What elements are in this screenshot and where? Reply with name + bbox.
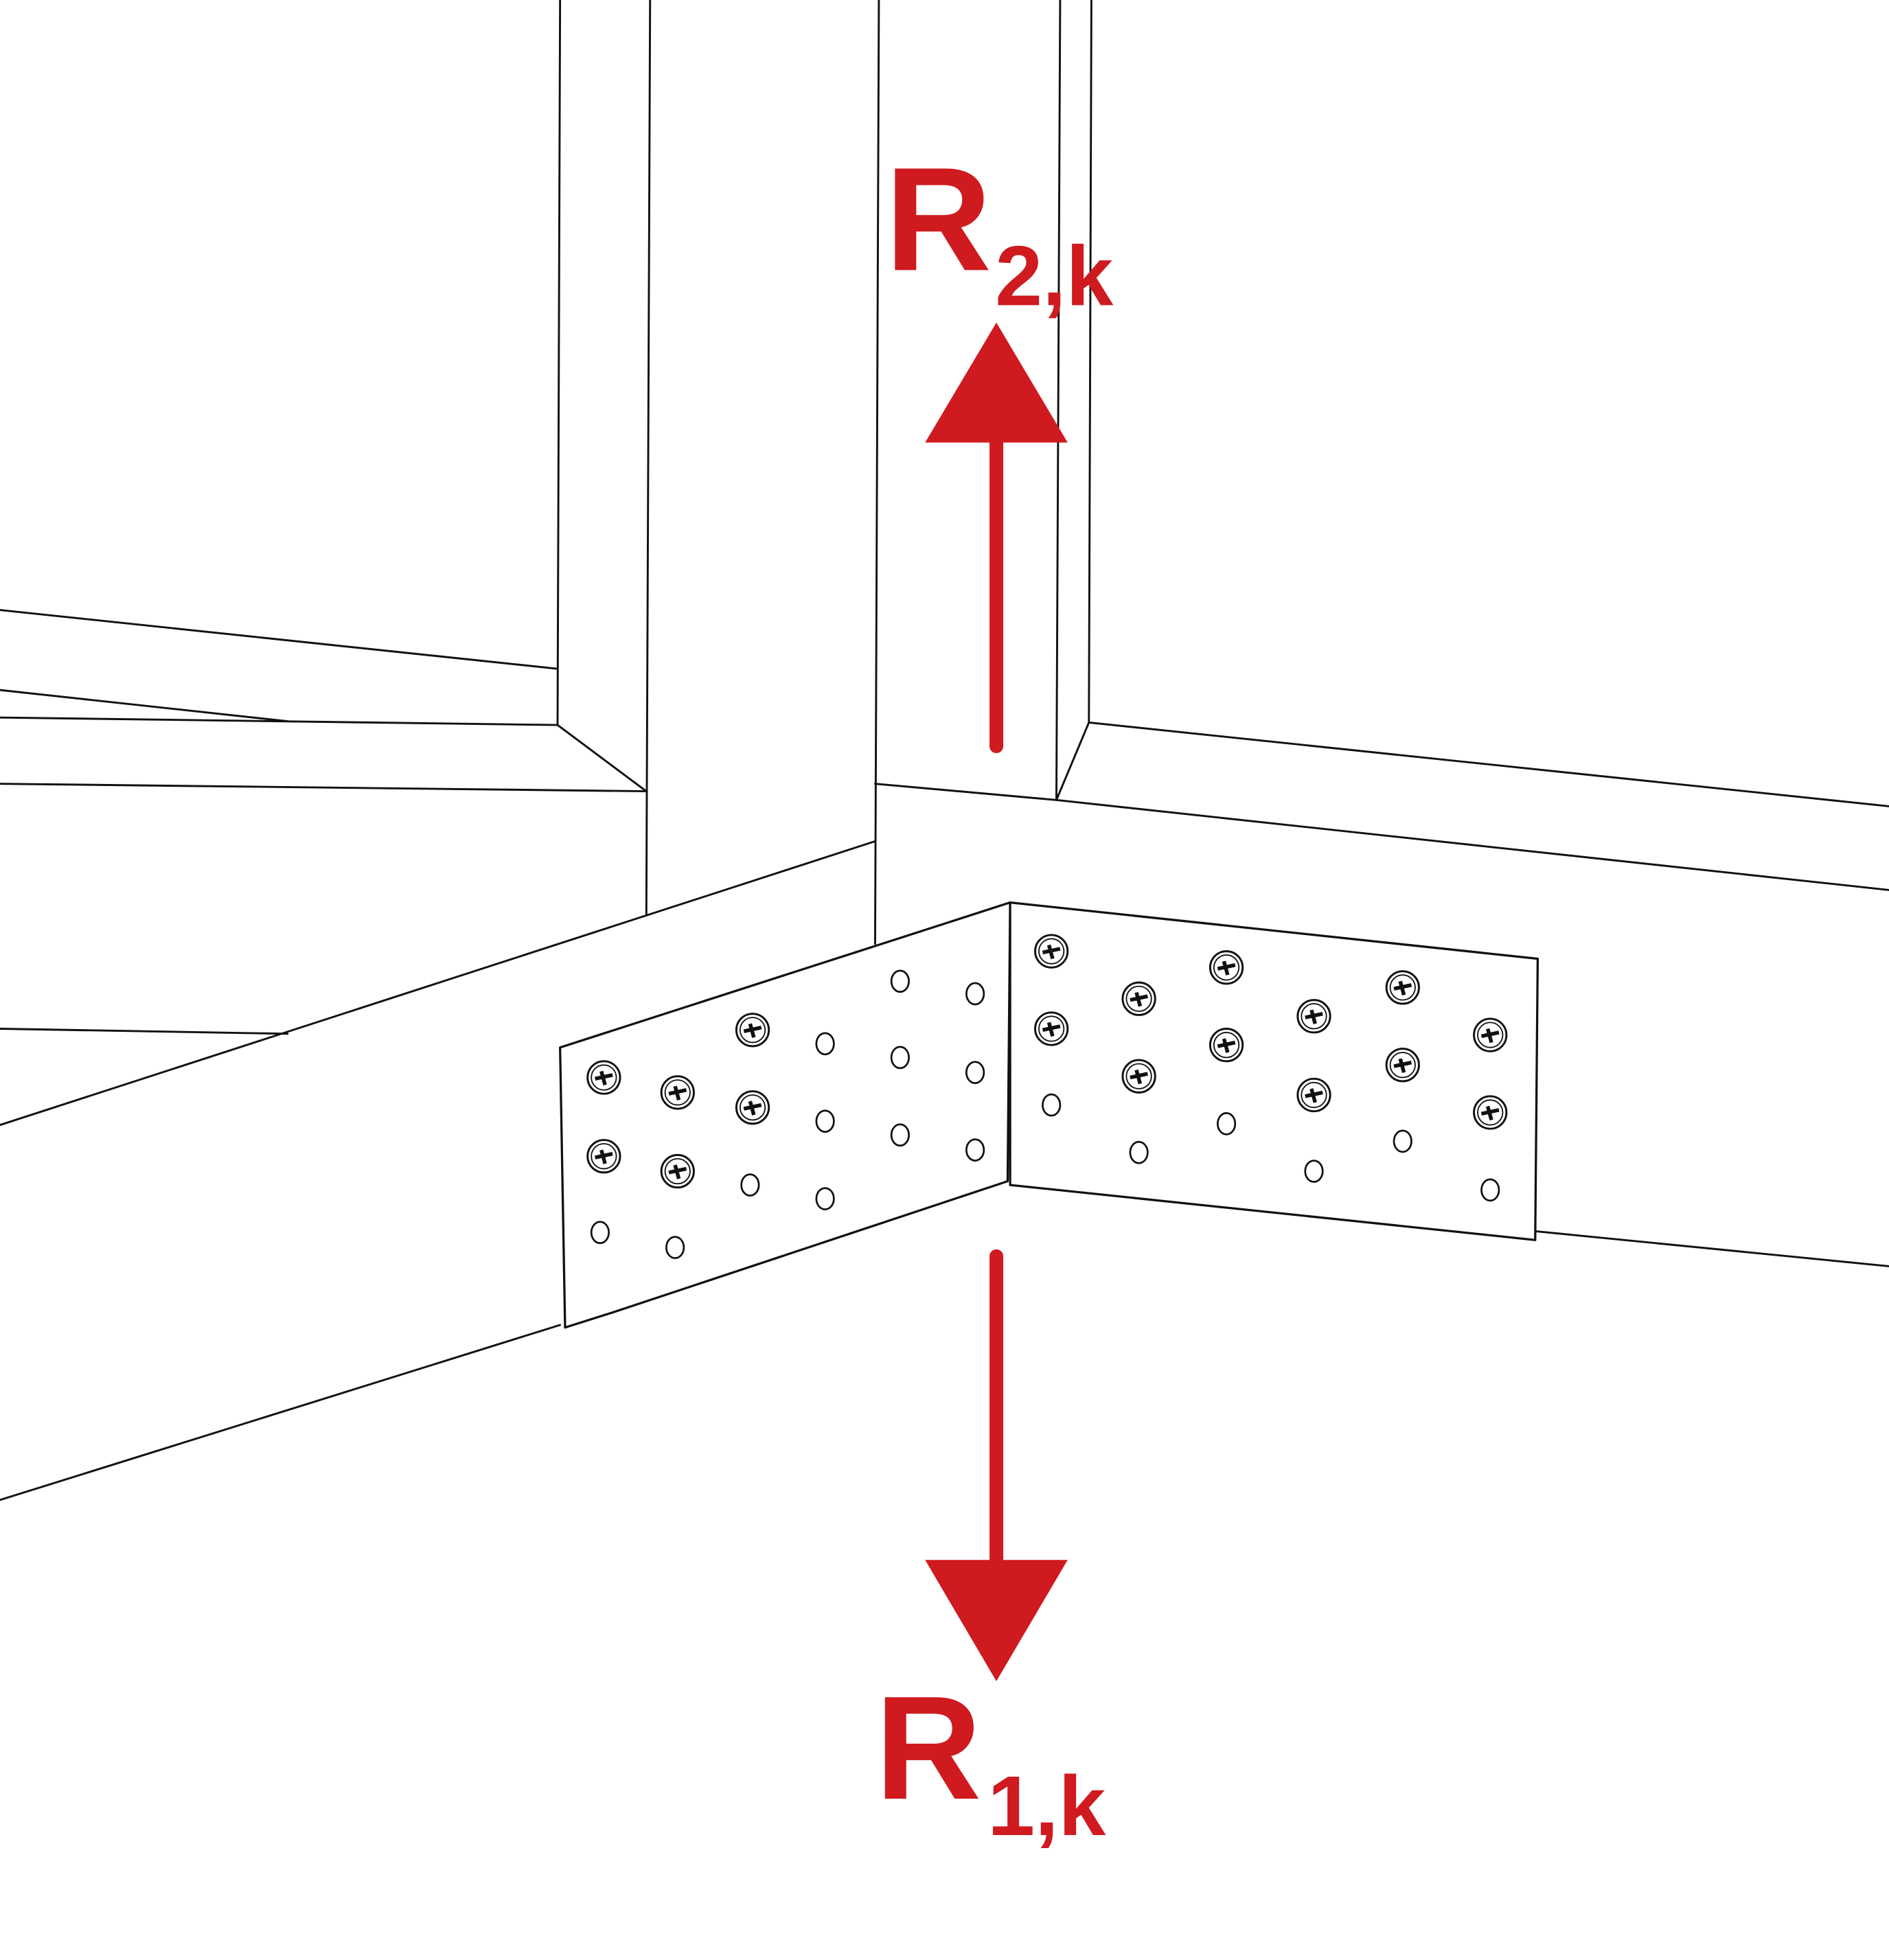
screw-icon [1034, 1011, 1069, 1046]
arrow-head-up-icon [925, 322, 1068, 443]
bracket-left-flange [559, 901, 1011, 1329]
force-arrow-up [925, 322, 1068, 754]
beam-line [1055, 798, 1889, 891]
beam-line [1534, 1230, 1889, 1267]
screw-icon [1209, 1028, 1244, 1063]
nail-hole [965, 1138, 985, 1162]
screw-icon [586, 1139, 621, 1174]
upper-force-subscript: 2,k [995, 229, 1113, 323]
screw-icon [1121, 981, 1156, 1016]
beam-line [556, 724, 648, 793]
post-right-edge [1055, 0, 1062, 801]
force-arrow-down [925, 1249, 1068, 1681]
bracket-holes [586, 934, 1508, 1259]
beam-line [0, 783, 648, 793]
screw-icon [1034, 934, 1069, 969]
sill-bottom-edge [0, 1324, 562, 1501]
angle-bracket [559, 901, 1539, 1329]
arrow-head-down-icon [925, 1560, 1068, 1681]
screw-icon [586, 1060, 621, 1095]
nail-hole [590, 1221, 610, 1245]
timber-structure [0, 0, 1889, 1501]
nail-hole [1480, 1178, 1500, 1202]
nail-hole [815, 1187, 835, 1210]
upper-force-symbol: R [885, 137, 992, 301]
beam-line [0, 689, 289, 723]
post-right-inner-edge [873, 0, 880, 945]
beam-line [1055, 721, 1090, 801]
beam-line [0, 609, 559, 670]
beam-line [1088, 721, 1889, 807]
nail-hole [665, 1236, 685, 1259]
screw-icon [1385, 970, 1420, 1005]
upper-force-label: R 2,k [885, 137, 1113, 323]
screw-icon [660, 1153, 695, 1189]
nail-hole [1042, 1093, 1062, 1117]
nail-hole [965, 1061, 985, 1085]
nail-hole [815, 1109, 835, 1133]
nail-hole [815, 1032, 835, 1056]
post-left-inner-edge [645, 0, 652, 915]
screw-icon [1473, 1095, 1508, 1130]
nail-hole [1129, 1140, 1149, 1164]
nail-hole [1216, 1112, 1237, 1135]
beam-line [873, 783, 1057, 801]
nail-hole [890, 1123, 910, 1147]
nail-hole [890, 1046, 910, 1070]
nail-hole [965, 982, 985, 1006]
nail-hole [890, 969, 910, 993]
screw-icon [1385, 1048, 1420, 1083]
bracket-right-flange [1009, 901, 1539, 1241]
screw-icon [1121, 1059, 1156, 1094]
lower-force-symbol: R [875, 1665, 981, 1830]
screw-icon [1296, 999, 1331, 1034]
nail-hole [740, 1173, 760, 1197]
screw-icon [1473, 1017, 1508, 1052]
screw-icon [735, 1090, 770, 1125]
lower-force-subscript: 1,k [987, 1759, 1106, 1854]
lower-force-label: R 1,k [875, 1665, 1106, 1854]
screw-icon [1296, 1077, 1331, 1113]
screw-icon [1209, 950, 1244, 985]
screw-icon [735, 1013, 770, 1048]
beam-line [0, 1028, 289, 1035]
post-far-edge [1088, 0, 1092, 724]
post-left-edge [556, 0, 562, 726]
nail-hole [1393, 1129, 1412, 1153]
screw-icon [660, 1075, 695, 1110]
beam-line [0, 716, 559, 726]
nail-hole [1304, 1160, 1324, 1183]
sill-top-edge [0, 840, 876, 1127]
